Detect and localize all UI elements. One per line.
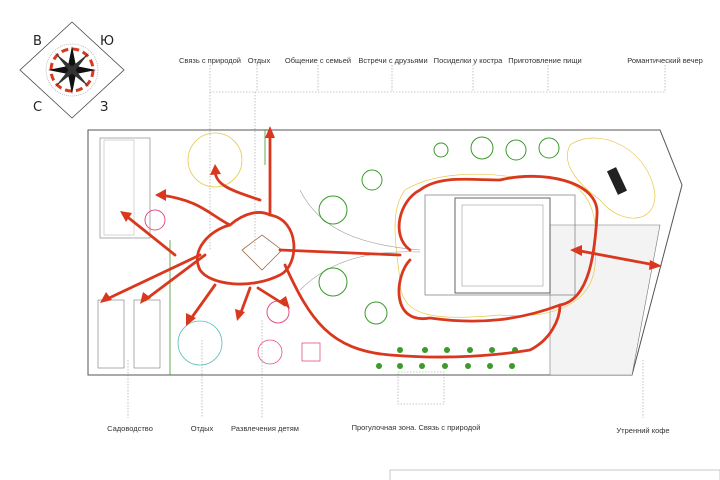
trees [144, 136, 560, 325]
title-block-frame [389, 469, 720, 480]
circulation-paths [103, 130, 657, 359]
label-romantic: Романтический вечер [627, 56, 703, 65]
label-morning-coffee: Утренний кофе [616, 426, 670, 435]
label-gardening: Садоводство [107, 424, 153, 433]
label-campfire: Посиделки у костра [433, 56, 503, 65]
compass-label-south: С [33, 100, 43, 115]
top-leaders [127, 65, 666, 418]
label-friends: Встречи с друзьями [358, 56, 428, 65]
label-nature: Связь с природой [179, 56, 241, 65]
arrowheads [100, 126, 662, 326]
compass-rose-icon [19, 21, 125, 119]
label-rest-bottom: Отдых [190, 424, 214, 433]
compass-label-west: В [33, 34, 42, 49]
label-walking-zone: Прогулочная зона. Связь с природой [351, 423, 481, 432]
label-kids: Развлечения детям [231, 424, 299, 433]
label-rest: Отдых [247, 56, 271, 65]
label-family: Общение с семьей [284, 56, 352, 65]
compass-label-east: Ю [100, 34, 115, 49]
compass-label-north: З [100, 100, 109, 115]
label-cooking: Приготовление пищи [508, 56, 582, 65]
